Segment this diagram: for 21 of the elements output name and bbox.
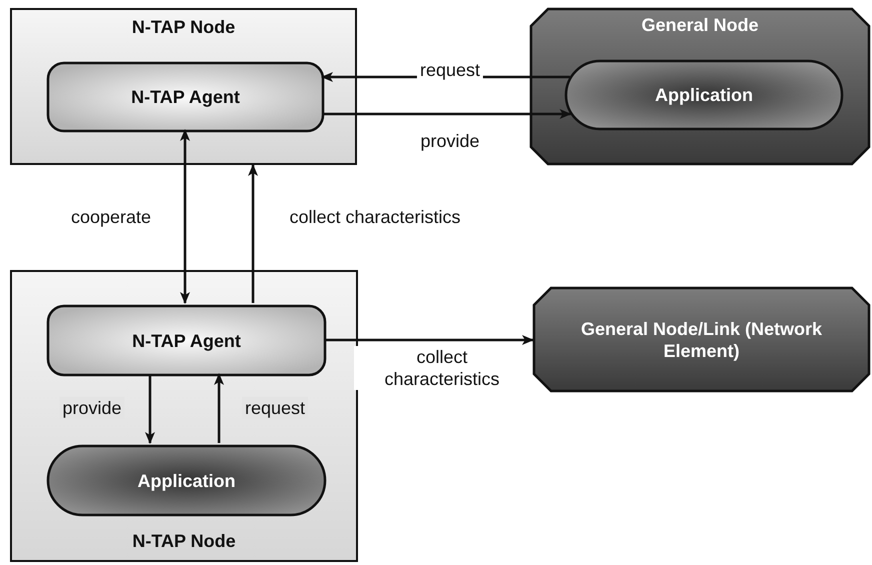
node-title: N-TAP Node: [130, 16, 236, 38]
edge-label: request: [242, 397, 308, 419]
node-container: [10, 270, 358, 562]
node-label: General Node/Link (Network Element): [580, 318, 824, 362]
node-label: N-TAP Agent: [131, 330, 242, 352]
node-title: N-TAP Node: [131, 530, 237, 552]
arrow: [145, 374, 155, 444]
node-title: General Node: [640, 14, 760, 36]
arrow: [180, 129, 190, 304]
node-label: Application: [654, 84, 754, 106]
arrow: [322, 109, 572, 119]
edge-label: provide: [59, 397, 125, 419]
arrow: [248, 164, 258, 303]
node-label: N-TAP Agent: [130, 86, 241, 108]
agent-box: [47, 62, 324, 132]
arrow: [324, 335, 534, 345]
application-pill: [565, 60, 843, 130]
arrow: [214, 373, 224, 443]
node-container: [10, 8, 357, 165]
node-label: Application: [136, 470, 236, 492]
agent-box: [47, 305, 326, 376]
